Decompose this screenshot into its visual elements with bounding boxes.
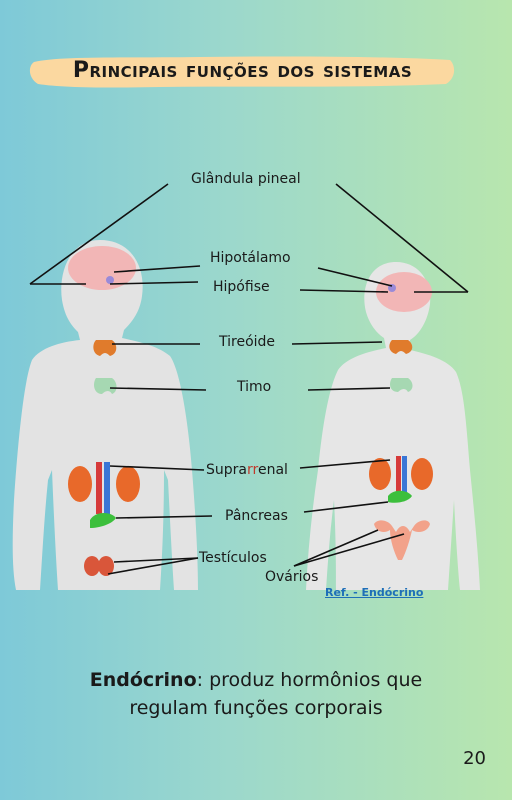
male-kidney-left: [68, 466, 92, 502]
male-thymus: [94, 378, 117, 394]
label-tireoide: Tireóide: [219, 334, 276, 350]
female-kidney-right: [411, 458, 433, 490]
female-kidney-left: [369, 458, 391, 490]
label-suprarrenal-part3: enal: [257, 462, 288, 478]
caption-line1: : produz hormônios que: [196, 669, 423, 691]
leader-hipofise-right: [299, 289, 389, 293]
page-number: 20: [463, 748, 486, 769]
leader-suprarrenal-left: [109, 465, 205, 471]
label-suprarrenal-part1: Supra: [206, 462, 247, 478]
label-hipotalamo: Hipotálamo: [210, 250, 291, 266]
leader-ovarios-1: [293, 529, 379, 567]
caption: Endócrino: produz hormônios que regulam …: [0, 666, 512, 722]
leader-hipofise-left: [109, 281, 199, 285]
female-body-silhouette: [306, 262, 480, 590]
caption-term: Endócrino: [89, 669, 197, 691]
leader-testiculos-2: [107, 557, 199, 575]
leader-timo-right: [307, 387, 391, 391]
label-suprarrenal-highlight: rr: [246, 462, 258, 478]
female-figure: [306, 262, 480, 590]
leader-hipotalamo-left: [113, 265, 201, 273]
leader-ovarios-2: [293, 533, 405, 567]
leader-tireoide-right: [291, 341, 383, 345]
male-vena-cava: [104, 462, 110, 514]
title-area: Principais funções dos sistemas: [30, 52, 455, 90]
label-hipofise: Hipófise: [213, 279, 270, 295]
title-banner: [29, 56, 455, 88]
label-pancreas: Pâncreas: [225, 508, 288, 524]
leader-lines: [29, 183, 469, 575]
male-kidney-right: [116, 466, 140, 502]
page-title: Principais funções dos sistemas: [72, 58, 413, 83]
female-thyroid: [389, 340, 413, 354]
female-brain: [376, 272, 432, 312]
female-vena-cava: [402, 456, 407, 500]
male-testis-left: [84, 556, 100, 576]
male-brain: [68, 246, 136, 290]
male-thyroid: [93, 340, 117, 356]
label-testiculos: Testículos: [199, 550, 267, 566]
caption-line2: regulam funções corporais: [129, 697, 383, 719]
male-pancreas: [90, 513, 116, 528]
label-suprarrenal: Suprarrenal: [206, 462, 288, 478]
leader-testiculos-1: [113, 557, 199, 563]
leader-pineal-left: [29, 183, 169, 285]
leader-timo-left: [109, 387, 207, 391]
leader-pancreas-left: [115, 515, 213, 519]
leader-suprarrenal-right: [299, 459, 391, 469]
leader-pineal-right: [335, 183, 469, 293]
female-thymus: [390, 378, 413, 392]
label-ovarios: Ovários: [265, 569, 319, 585]
female-uterus-ovaries: [374, 520, 430, 560]
male-pituitary: [106, 276, 114, 284]
male-figure: [12, 240, 198, 590]
label-timo: Timo: [237, 379, 272, 395]
male-body-silhouette: [12, 240, 198, 590]
leader-hipotalamo-right: [317, 267, 393, 287]
male-aorta: [96, 462, 102, 514]
female-aorta: [396, 456, 401, 500]
leader-pancreas-right: [303, 501, 389, 513]
label-glandula-pineal: Glândula pineal: [191, 171, 301, 187]
female-pancreas: [388, 490, 412, 503]
reference-link[interactable]: Ref. - Endócrino: [325, 586, 424, 599]
male-testis-right: [98, 556, 114, 576]
